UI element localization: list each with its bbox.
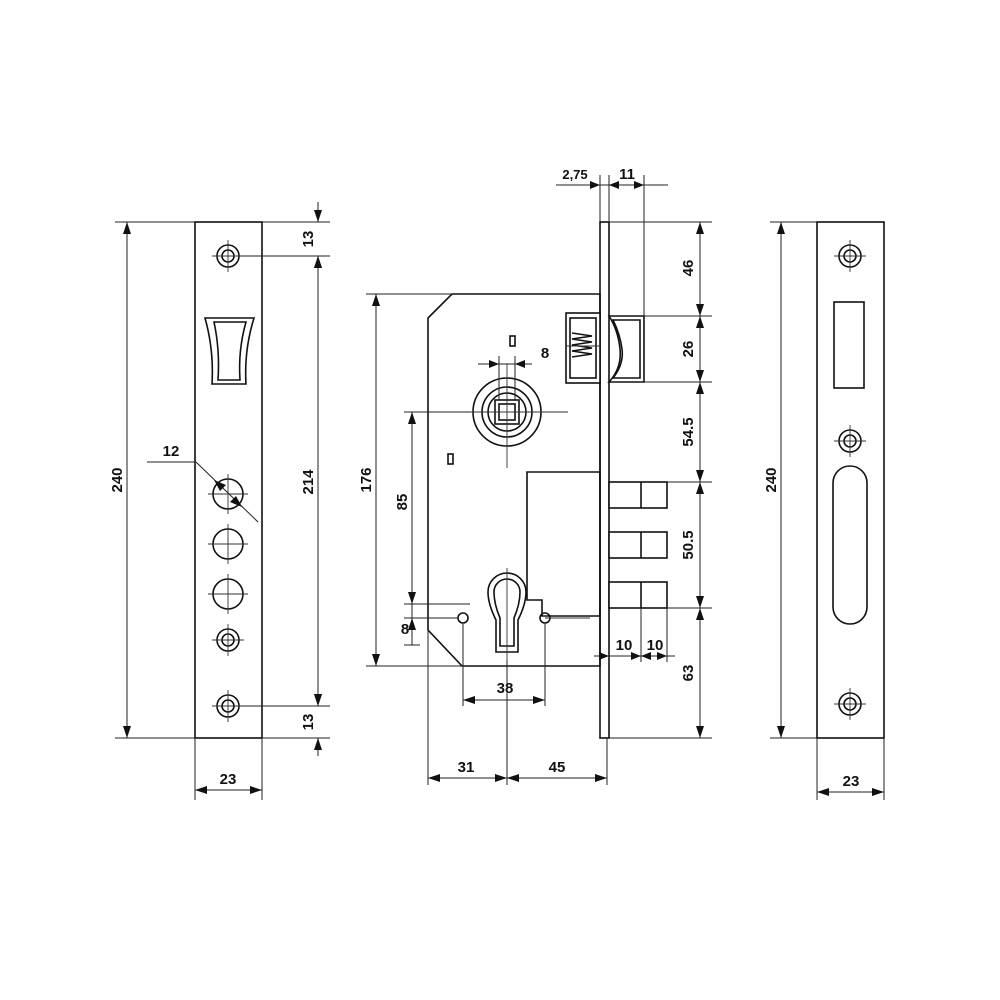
right-view-strike-plate: 240 23 (763, 221, 885, 800)
cylinder-screw-left (457, 612, 469, 624)
dim-left-top-offset-label: 13 (300, 231, 317, 248)
dim-left-bottom-offset (262, 690, 330, 756)
dim-case-height-label: 176 (358, 467, 375, 492)
dim-right-height-label: 240 (763, 467, 780, 492)
screw-hole-top (212, 240, 244, 272)
strike-screw-bottom (834, 688, 866, 720)
bolt-hole-3 (208, 574, 248, 614)
dim-bolt-depth-a-label: 10 (616, 637, 633, 654)
dim-left-width-label: 23 (220, 771, 237, 788)
dim-case-height (366, 293, 462, 667)
cylinder-cutout (487, 568, 527, 660)
dim-latch-projection-label: 11 (619, 166, 635, 183)
dim-backset (427, 630, 608, 785)
dim-spindle-size (478, 356, 532, 400)
dim-faceplate-thickness-label: 2,75 (562, 167, 587, 182)
deadbolt-1 (608, 481, 668, 509)
bolt-carrier (526, 471, 601, 617)
slot-upper (509, 335, 516, 347)
dim-left-top-offset (262, 202, 330, 272)
dim-cylinder-offset (404, 604, 458, 646)
dim-left-hole-spacing-label: 214 (300, 469, 317, 495)
dim-top-to-latch-label: 46 (680, 260, 697, 277)
dim-backset-left-label: 31 (458, 759, 475, 776)
latch-bolt (565, 312, 645, 384)
dim-latch-to-bolt-label: 54.5 (680, 417, 697, 446)
spindle-hub (462, 364, 568, 468)
strike-screw-middle (834, 425, 866, 457)
slot-left (447, 453, 454, 465)
dim-bolt-to-bottom-label: 63 (680, 665, 697, 682)
screw-hole-middle (212, 624, 244, 656)
dim-backset-right-label: 45 (549, 759, 566, 776)
deadbolt-3 (608, 581, 668, 609)
bolt-hole-2 (208, 524, 248, 564)
dim-latch-height-label: 26 (680, 341, 697, 358)
dim-bolt-depth (594, 608, 675, 662)
front-faceplate (599, 221, 610, 739)
strike-plate-outline (816, 221, 885, 739)
dim-left-hole-diameter (147, 461, 259, 523)
dim-left-bottom-offset-label: 13 (300, 714, 317, 731)
latch-strike-opening (833, 301, 865, 389)
dim-right-chain (609, 221, 712, 739)
dim-left-height (115, 221, 195, 739)
dim-left-hole-diameter-label: 12 (163, 443, 180, 460)
dim-left-width (194, 738, 263, 800)
dim-top-projection (556, 175, 668, 316)
dim-right-width (816, 738, 885, 800)
dim-backset-spindle (404, 411, 470, 605)
front-view-lock-body: 176 85 8 8 (358, 166, 712, 785)
bolt-strike-opening (832, 465, 868, 625)
left-view-faceplate: 240 214 13 13 (109, 202, 330, 800)
latch-opening (203, 317, 256, 385)
dim-right-width-label: 23 (843, 773, 860, 790)
dim-bolt-span-label: 50.5 (680, 530, 697, 559)
dim-cylinder-offset-label: 8 (401, 621, 409, 638)
strike-screw-top (834, 240, 866, 272)
dim-cylinder-screw-spacing (462, 624, 546, 706)
dim-backset-spindle-label: 85 (394, 494, 411, 511)
screw-hole-bottom (212, 690, 244, 722)
dim-cylinder-screw-spacing-label: 38 (497, 680, 514, 697)
dim-left-height-label: 240 (109, 467, 126, 492)
bolt-hole-1 (208, 474, 248, 514)
dim-bolt-depth-b-label: 10 (647, 637, 664, 654)
dim-spindle-size-label: 8 (541, 345, 549, 362)
deadbolt-2 (608, 531, 668, 559)
faceplate-outline (194, 221, 263, 739)
dim-right-height (770, 221, 817, 739)
